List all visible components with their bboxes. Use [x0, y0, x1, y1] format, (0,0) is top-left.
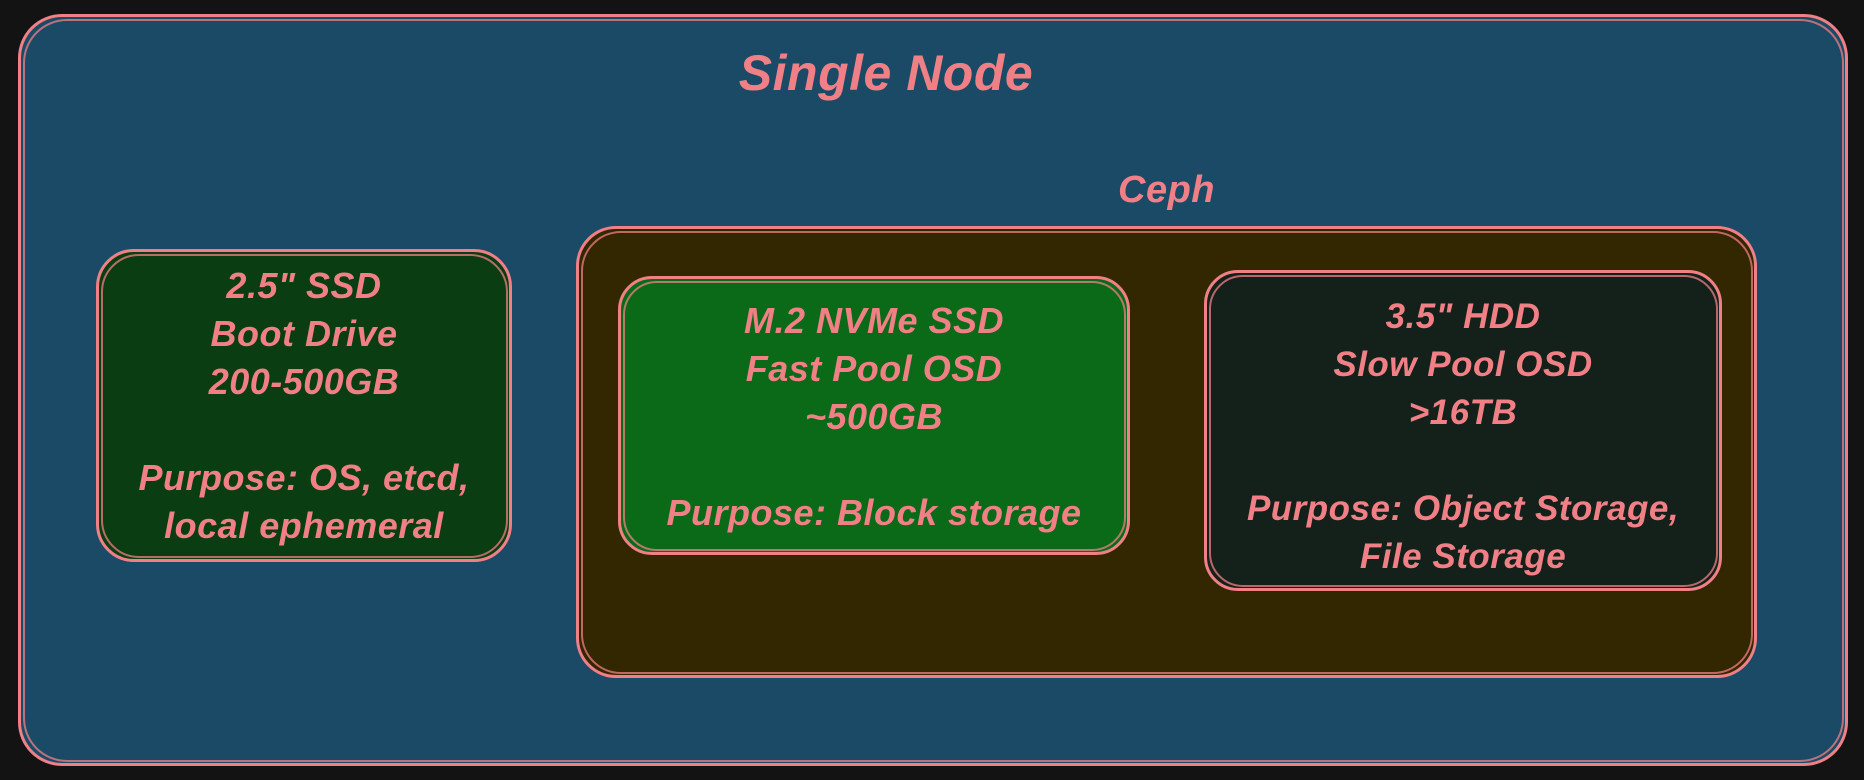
- ceph-label: Ceph: [1118, 169, 1215, 211]
- ceph-box: Ceph M.2 NVMe SSD Fast Pool OSD ~500GB P…: [576, 169, 1757, 678]
- fast-pool-text: M.2 NVMe SSD Fast Pool OSD ~500GB Purpos…: [666, 300, 1082, 533]
- boot-drive-box: 2.5" SSD Boot Drive 200-500GB Purpose: O…: [96, 249, 512, 562]
- single-node-box: Single Node 2.5" SSD Boot Drive 200-500G…: [18, 14, 1848, 766]
- fast-pool-box: M.2 NVMe SSD Fast Pool OSD ~500GB Purpos…: [618, 276, 1130, 555]
- diagram-title: Single Node: [738, 45, 1034, 101]
- slow-pool-box: 3.5" HDD Slow Pool OSD >16TB Purpose: Ob…: [1204, 270, 1722, 591]
- slow-pool-text: 3.5" HDD Slow Pool OSD >16TB Purpose: Ob…: [1246, 297, 1680, 576]
- boot-drive-text: 2.5" SSD Boot Drive 200-500GB Purpose: O…: [138, 265, 470, 546]
